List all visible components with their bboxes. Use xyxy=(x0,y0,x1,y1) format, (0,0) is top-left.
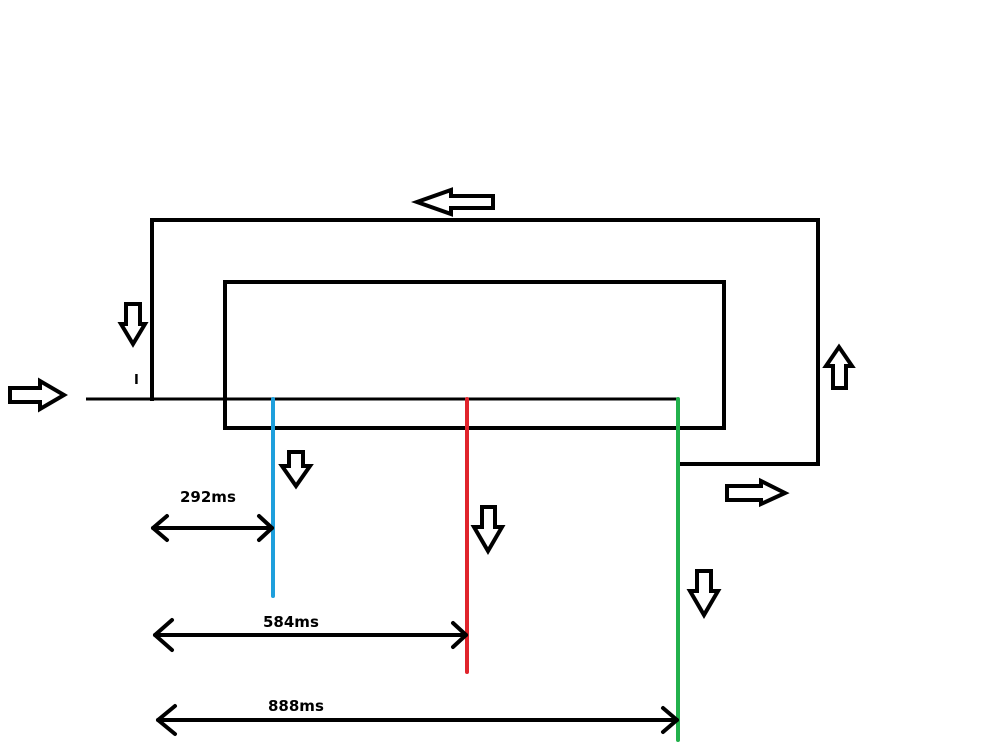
exit-arrow-right-icon xyxy=(725,477,790,508)
dimension-292 xyxy=(151,514,274,542)
red-down-arrow-icon xyxy=(470,505,506,555)
green-down-arrow-icon xyxy=(686,569,722,619)
dimension-584 xyxy=(153,618,468,652)
dimension-888 xyxy=(156,704,679,736)
outer-loop-path xyxy=(150,218,820,466)
input-arrow-right-icon xyxy=(8,377,68,413)
left-arrow-down-icon xyxy=(117,302,149,348)
right-arrow-up-icon xyxy=(822,343,856,390)
label-292ms: 292ms xyxy=(180,488,236,506)
label-888ms: 888ms xyxy=(268,697,324,715)
top-arrow-left-icon xyxy=(410,187,495,217)
junction-marker: I xyxy=(134,373,139,388)
inner-rectangle xyxy=(223,280,726,430)
label-584ms: 584ms xyxy=(263,613,319,631)
blue-down-arrow-icon xyxy=(278,450,314,490)
